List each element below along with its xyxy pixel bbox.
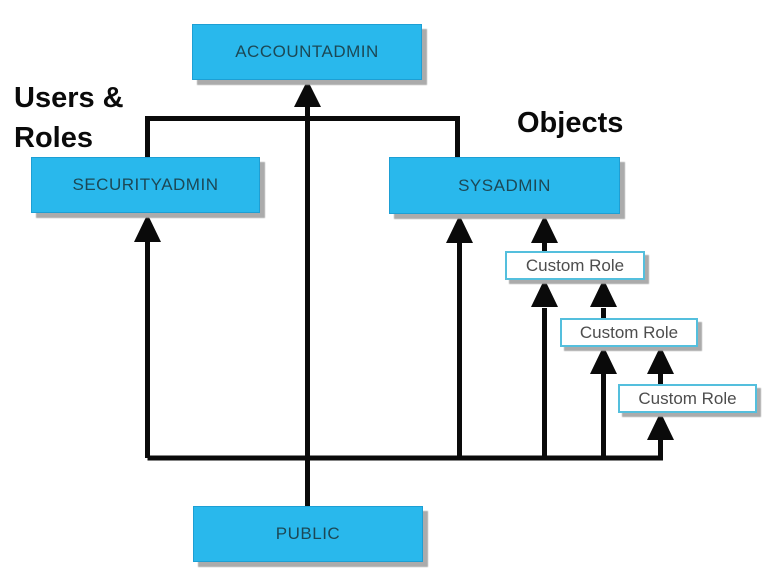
users-roles-line1: Users & [14, 82, 124, 114]
arrowhead-custom-role-3 [647, 412, 674, 440]
edge-top-connector [145, 116, 460, 158]
edge-custom-role-2-to-custom-role-1 [590, 279, 617, 318]
custom-role-2-node: Custom Role [560, 318, 698, 347]
arrowhead-sysadmin-right [531, 215, 558, 243]
users-roles-heading: Users & Roles [14, 78, 124, 158]
edge-bottom-bus [147, 412, 674, 461]
arrowhead-custom-role-1-right [590, 279, 617, 307]
arrowhead-accountadmin [294, 80, 321, 107]
arrowhead-custom-role-1-left [531, 279, 558, 307]
arrowhead-custom-role-2-right [647, 346, 674, 374]
objects-heading: Objects [517, 107, 624, 139]
custom-role-1-node: Custom Role [505, 251, 645, 280]
public-label: PUBLIC [275, 524, 341, 543]
edge-public-to-sysadmin [446, 215, 473, 458]
sysadmin-node: SYSADMIN [389, 157, 620, 214]
securityadmin-label: SECURITYADMIN [72, 175, 219, 194]
custom-role-3-label: Custom Role [638, 388, 737, 408]
arrowhead-custom-role-2-left [590, 346, 617, 374]
edge-public-to-custom-role-1 [531, 279, 558, 458]
edge-public-to-custom-role-2 [590, 346, 617, 458]
public-node: PUBLIC [193, 506, 423, 562]
custom-role-1-label: Custom Role [525, 255, 625, 275]
edge-public-to-securityadmin [134, 214, 161, 458]
custom-role-3-node: Custom Role [618, 384, 757, 413]
custom-role-2-label: Custom Role [579, 322, 679, 342]
sysadmin-label: SYSADMIN [458, 175, 551, 195]
accountadmin-node: ACCOUNTADMIN [192, 24, 422, 80]
arrowhead-sysadmin-left [446, 215, 473, 243]
edge-public-to-accountadmin [294, 80, 321, 506]
users-roles-line2: Roles [14, 122, 93, 154]
edge-custom-role-3-to-custom-role-2 [647, 346, 674, 384]
arrowhead-securityadmin [134, 214, 161, 242]
securityadmin-node: SECURITYADMIN [31, 157, 260, 213]
edge-custom-role-1-to-sysadmin [531, 215, 558, 252]
accountadmin-label: ACCOUNTADMIN [235, 42, 379, 61]
